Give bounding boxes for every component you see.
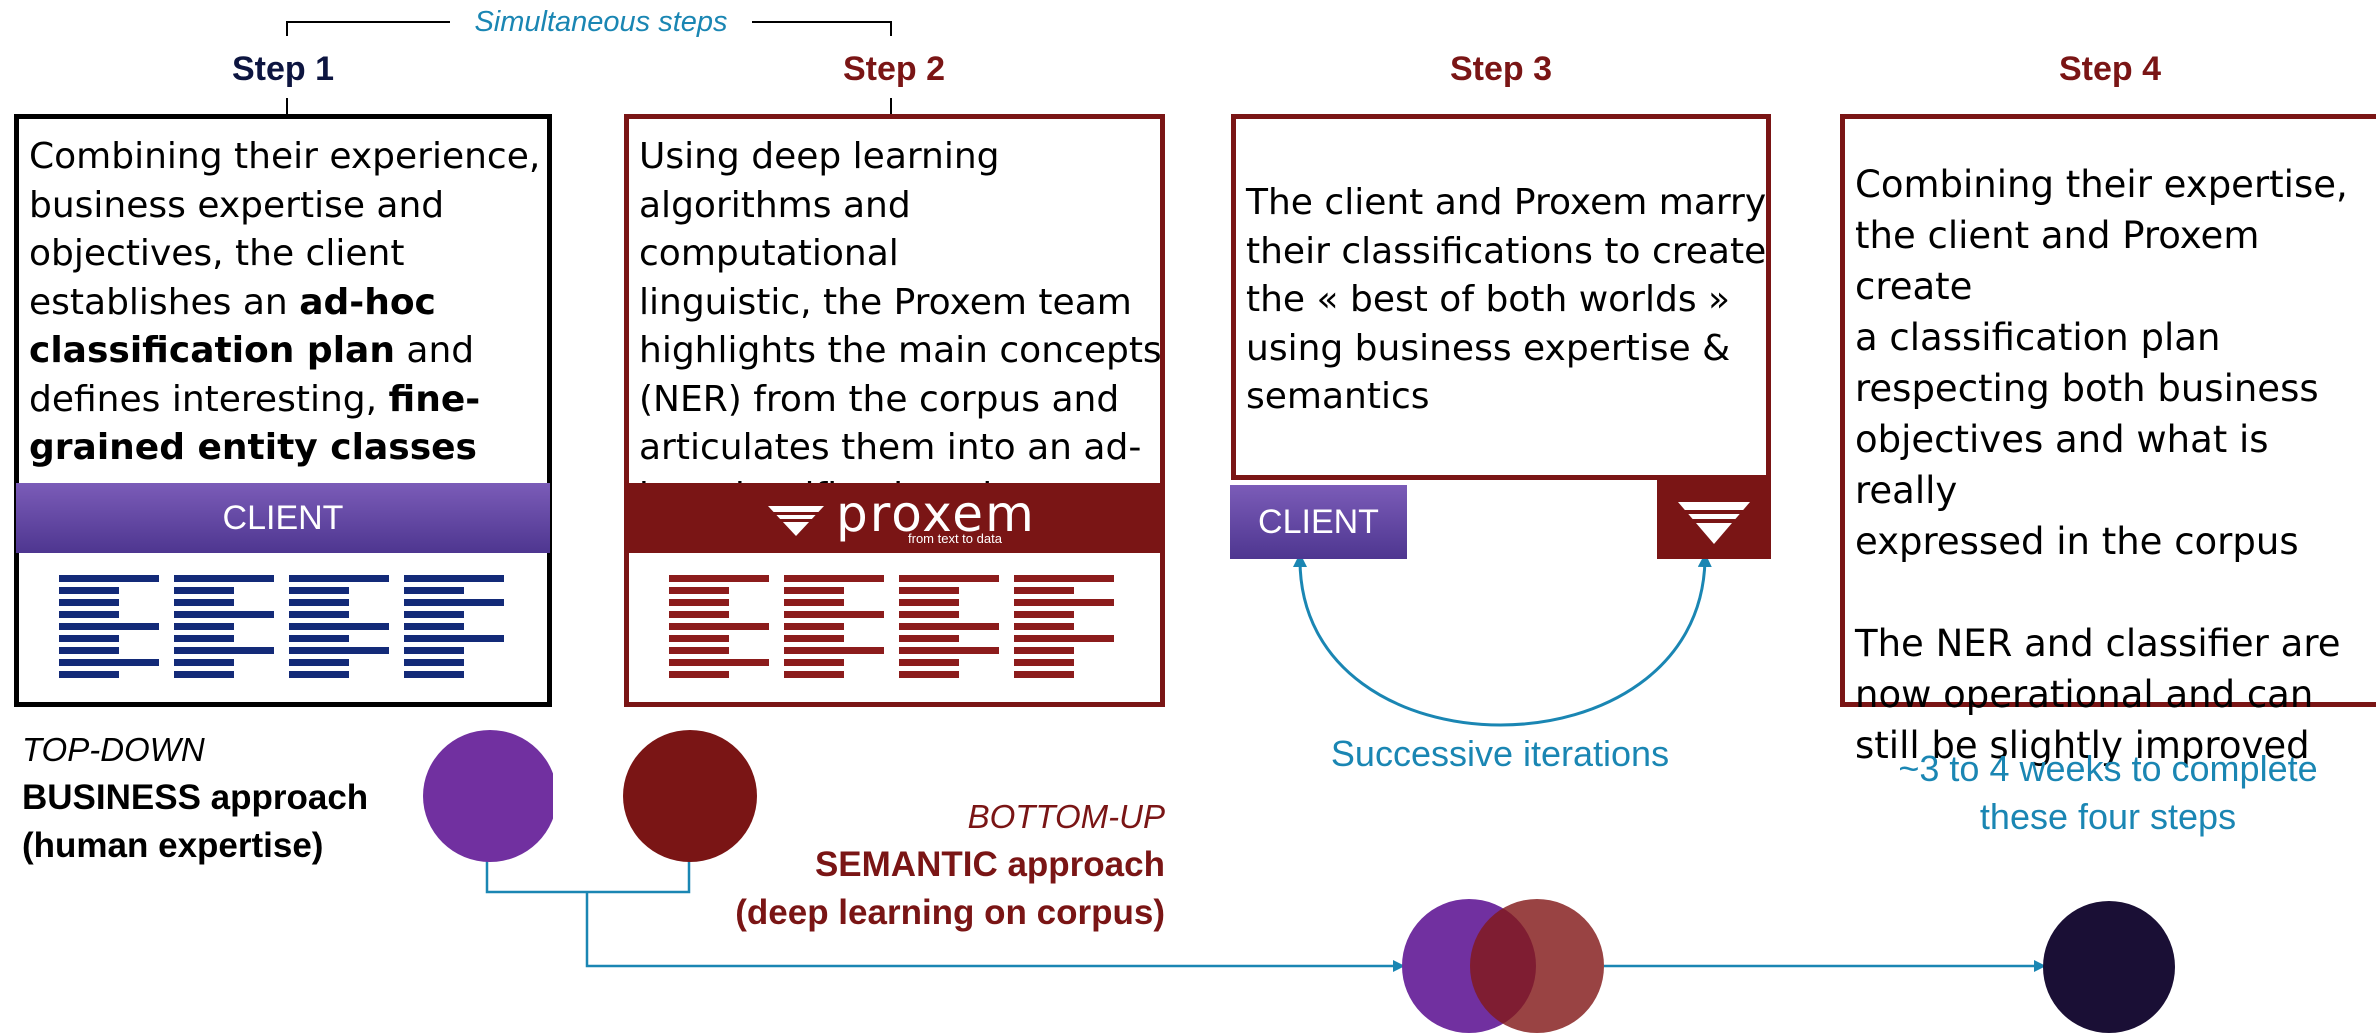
step-2-description: Using deep learning algorithms and compu… (639, 136, 1162, 517)
step-2-title: Step 2 (842, 50, 946, 88)
proxem-logo-text: proxem (836, 485, 1036, 543)
step-1-box: Combining their experience, business exp… (14, 114, 552, 707)
merge-arrow (585, 892, 1405, 972)
step-1-client-label: CLIENT (222, 499, 344, 537)
simultaneous-steps-label: Simultaneous steps (474, 6, 728, 38)
step-1-description: Combining their experience, business exp… (29, 136, 541, 468)
merge-line (485, 860, 691, 894)
top-down-approach: TOP-DOWN BUSINESS approach (human expert… (22, 731, 369, 865)
step-4-title: Step 4 (2058, 50, 2162, 88)
proxem-logo-icon (1678, 502, 1750, 544)
step-3-proxem-badge (1657, 480, 1771, 559)
duration-note: ~3 to 4 weeks to complete these four ste… (1898, 748, 2318, 837)
business-approach-circle (423, 730, 553, 862)
bottom-up-approach: BOTTOM-UP SEMANTIC approach (deep learni… (735, 798, 1165, 932)
iteration-arc (1293, 553, 1712, 727)
successive-iterations-label: Successive iterations (1330, 733, 1670, 774)
step-3-box: The client and Proxem marry their classi… (1231, 114, 1771, 480)
step-3-description: The client and Proxem marry their classi… (1246, 182, 1767, 417)
simultaneous-bracket-left (286, 21, 450, 36)
semantic-approach-circle (623, 730, 757, 862)
step-3-client-label: CLIENT (1258, 503, 1379, 541)
proxem-logo-icon (768, 506, 824, 536)
simultaneous-bracket-right (752, 21, 892, 36)
step-1-title: Step 1 (231, 50, 335, 88)
step-1-document-icons (59, 575, 519, 685)
step-1-client-bar: CLIENT (16, 483, 550, 553)
step-2-document-icons (669, 575, 1129, 685)
step-3-title: Step 3 (1449, 50, 1553, 88)
step-2-proxem-bar: proxem from text to data (626, 483, 1163, 553)
step-2-box: Using deep learning algorithms and compu… (624, 114, 1165, 707)
step-3-client-bar: CLIENT (1230, 485, 1407, 559)
merged-red-circle (1470, 899, 1604, 1033)
final-result-circle (2043, 901, 2175, 1033)
step-4-box: Combining their expertise, the client an… (1840, 114, 2376, 767)
proxem-tagline: from text to data (908, 531, 1002, 546)
step-4-description: Combining their expertise, the client an… (1855, 163, 2348, 767)
